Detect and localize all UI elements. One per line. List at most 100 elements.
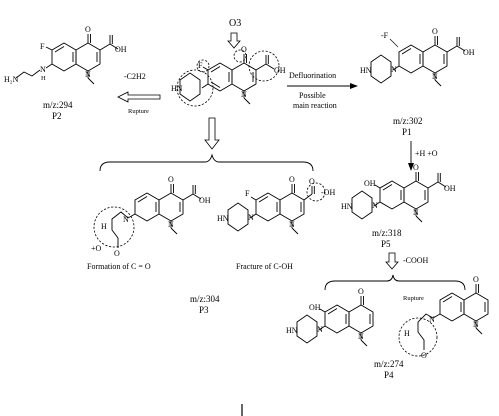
arrow-p1-to-p5-label: +H +O	[415, 149, 438, 158]
p4-right-opened-chain	[417, 313, 441, 350]
p4-rupture-circle	[398, 317, 438, 357]
p2-pyridone-ring	[75, 42, 101, 72]
p3-right-f-label: F	[245, 189, 250, 198]
p1-mz: m/z:302	[393, 116, 423, 126]
p1-hn-label: HN	[360, 66, 372, 75]
p4-rupture-label: Rupture	[403, 295, 424, 302]
arrow-to-p2-bottom-label: Rupture	[128, 108, 149, 115]
p4-right-structure: Rupture O N H N O m/z:274 P4	[374, 275, 489, 380]
product-p1: -F O OH HN N N m/z:302 P1	[360, 27, 475, 137]
p3-right-minus-oh-label: -OH	[321, 188, 335, 197]
p5-oh6-label: OH	[364, 179, 376, 188]
p4-brace	[324, 274, 466, 291]
ozone-arrow	[227, 32, 241, 49]
fluorine-attack-circle	[196, 59, 210, 73]
arrow-to-p2-top-label: -C2H2	[124, 72, 146, 81]
p2-oh-label: OH	[115, 45, 127, 54]
p2-benzene-ring	[51, 42, 77, 72]
parent-molecule: F O OH HN N	[171, 45, 286, 107]
arrow-p1-to-p5: +H +O	[408, 141, 438, 171]
p3-left-opened-chain	[111, 211, 136, 248]
p3-mz: m/z:304	[190, 294, 220, 304]
parent-oh-label: OH	[274, 66, 286, 75]
p3-right-benzene-ring	[255, 192, 281, 222]
p3-left-benzene-ring	[134, 192, 160, 222]
parent-n-label: N	[241, 90, 247, 99]
p3-right-n-label: N	[248, 213, 254, 222]
p3-left-pyridone-ring	[158, 192, 184, 222]
p5-n1-label: N	[372, 201, 378, 210]
p2-name: P2	[52, 111, 62, 121]
p4-right-o-label: O	[473, 275, 479, 284]
p3-left-h-label: H	[101, 222, 107, 231]
arrow-to-p1-top-label: Defluorination	[289, 71, 336, 80]
p3-left-plus-o-label: +O	[91, 244, 102, 253]
p3-left-oh-label: OH	[199, 196, 211, 205]
p2-f-label: F	[40, 42, 45, 51]
p4-right-benzene-ring	[439, 292, 465, 322]
arrow-to-p1-bottom-label-1: Possible	[299, 91, 326, 100]
p3-left-structure: O OH N H N O +O Formation of C = O	[87, 175, 211, 271]
carboxyl-attack-circle	[248, 50, 280, 82]
p1-n1-label: N	[391, 65, 397, 74]
arrow-to-p1-head	[350, 83, 358, 89]
p3-right-fracture-circle	[306, 182, 326, 202]
arrow-to-p2: -C2H2 Rupture	[117, 72, 161, 115]
arrow-to-p3	[204, 117, 220, 150]
p1-n2-label: N	[432, 72, 438, 81]
p3-right-piperazine-ring	[227, 202, 249, 232]
parent-o-label: O	[241, 45, 247, 54]
p2-mz: m/z:294	[43, 100, 73, 110]
p3-right-structure: F O O -OH HN N N Fracture of C-OH	[217, 175, 335, 271]
product-p5: OH O OH HN N N m/z:318 P5	[341, 163, 456, 249]
p3-right-hn-label: HN	[217, 214, 229, 223]
p4-left-n-label: N	[317, 325, 323, 334]
p1-piperazine-ring	[370, 54, 392, 84]
p5-o-label: O	[413, 163, 419, 172]
p3-right-pyridone-ring	[279, 192, 305, 222]
parent-hn-label: HN	[171, 84, 183, 93]
piperazine-attack-circle	[176, 69, 214, 107]
p5-name: P5	[381, 239, 391, 249]
p2-o-label: O	[85, 25, 91, 34]
p1-o-label: O	[432, 27, 438, 36]
p3-left-oc-label: O	[114, 249, 120, 258]
p3-left-caption: Formation of C = O	[87, 262, 151, 271]
p1-name: P1	[402, 127, 412, 137]
p3-brace	[99, 153, 314, 172]
p4-right-pyridone-ring	[463, 292, 489, 322]
p3-name: P3	[199, 305, 209, 315]
ozone-label: O3	[229, 18, 241, 29]
p2-h-label: H	[41, 75, 46, 82]
p3-right-n2-label: N	[289, 220, 295, 229]
p1-benzene-ring	[398, 44, 424, 74]
p5-piperazine-ring	[351, 190, 373, 220]
p4-left-piperazine-ring	[296, 314, 318, 344]
p3-left-formation-circle	[93, 206, 135, 248]
p2-h2n-label: H₂N	[4, 75, 19, 84]
parent-piperazine-ring	[179, 72, 201, 102]
p2-n-label: N	[85, 70, 91, 79]
p4-right-h-label: H	[404, 329, 410, 338]
p4-left-hn-label: HN	[286, 326, 298, 335]
carbonyl-attack-circle	[233, 49, 247, 63]
arrow-to-p2-shape	[117, 91, 161, 103]
ozone-reagent: O3	[227, 18, 241, 49]
p2-ethylenediamine-chain	[15, 69, 41, 79]
p3-right-o-label: O	[289, 175, 295, 184]
p3-left-n2-label: N	[168, 220, 174, 229]
p4-name: P4	[384, 370, 394, 380]
p5-hn-label: HN	[341, 202, 353, 211]
p3-left-n-label: N	[123, 215, 129, 224]
p4-right-oc-label: O	[421, 351, 427, 360]
p1-minus-f-label: -F	[381, 31, 389, 40]
p3-right-caption: Fracture of C-OH	[236, 262, 293, 271]
arrow-to-p1: Defluorination Possible main reaction	[287, 71, 358, 110]
arrow-p5-to-p4: -COOH	[385, 252, 429, 270]
p4-left-o-label: O	[358, 287, 364, 296]
p1-pyridone-ring	[422, 44, 448, 74]
p1-oh-label: OH	[463, 48, 475, 57]
p4-left-structure: OH O HN N N	[286, 287, 374, 347]
